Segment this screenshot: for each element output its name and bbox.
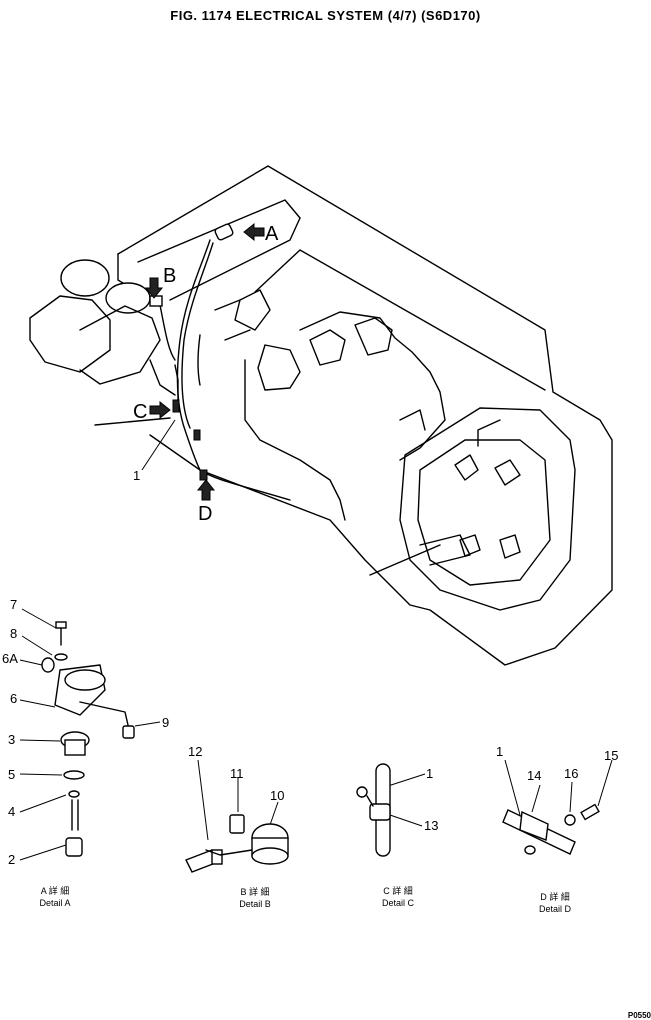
- callout-arrow-c: C: [133, 400, 171, 423]
- part-number-10: 10: [270, 788, 284, 803]
- part-number-12: 12: [188, 744, 202, 759]
- page-reference: P0550: [627, 1011, 651, 1020]
- part-number-11: 11: [230, 766, 244, 781]
- detail-b: 12 11 10 B 詳 細 Detail B: [185, 744, 289, 909]
- callout-arrow-b: B: [144, 265, 176, 299]
- part-number-15: 15: [604, 748, 618, 763]
- page-title: FIG. 1174 ELECTRICAL SYSTEM (4/7) (S6D17…: [170, 8, 481, 23]
- detail-d-caption: Detail D: [539, 904, 572, 914]
- leader-line: [141, 419, 176, 471]
- part-number-8: 8: [10, 626, 17, 641]
- callout-arrow-d: D: [196, 479, 216, 525]
- detail-c-caption-jp: C 詳 細: [383, 885, 413, 896]
- part-number-2: 2: [8, 852, 15, 867]
- detail-c: 1 13 C 詳 細 Detail C: [356, 763, 438, 908]
- part-number-6a: 6A: [2, 651, 18, 666]
- wiring-harness: [149, 223, 291, 501]
- detail-b-caption: Detail B: [239, 899, 271, 909]
- callout-label-b: B: [163, 265, 176, 287]
- part-number-6: 6: [10, 691, 17, 706]
- part-number-7: 7: [10, 597, 17, 612]
- detail-d: 1 14 16 15 D 詳 細 Detail D: [496, 744, 618, 914]
- detail-c-caption: Detail C: [382, 898, 415, 908]
- part-number-5: 5: [8, 767, 15, 782]
- part-number-1: 1: [133, 468, 140, 483]
- callout-label-a: A: [265, 223, 279, 245]
- detail-a: 7 8 6A 6 9 3 5 4 2 A 詳 細 Detail A: [2, 597, 169, 908]
- part-number-9: 9: [162, 715, 169, 730]
- detail-b-caption-jp: B 詳 細: [240, 886, 269, 897]
- part-number-14: 14: [527, 768, 541, 783]
- part-number-1-detail-c: 1: [426, 766, 433, 781]
- callout-label-d: D: [198, 503, 212, 525]
- part-number-3: 3: [8, 732, 15, 747]
- part-number-1-detail-d: 1: [496, 744, 503, 759]
- part-number-13: 13: [424, 818, 438, 833]
- callout-arrow-a: A: [243, 222, 279, 245]
- detail-a-caption: Detail A: [39, 898, 70, 908]
- callout-label-c: C: [133, 401, 147, 423]
- detail-d-caption-jp: D 詳 細: [540, 891, 570, 902]
- engine-body: [29, 165, 613, 666]
- part-number-4: 4: [8, 804, 15, 819]
- detail-a-caption-jp: A 詳 細: [41, 885, 70, 896]
- part-number-16: 16: [564, 766, 578, 781]
